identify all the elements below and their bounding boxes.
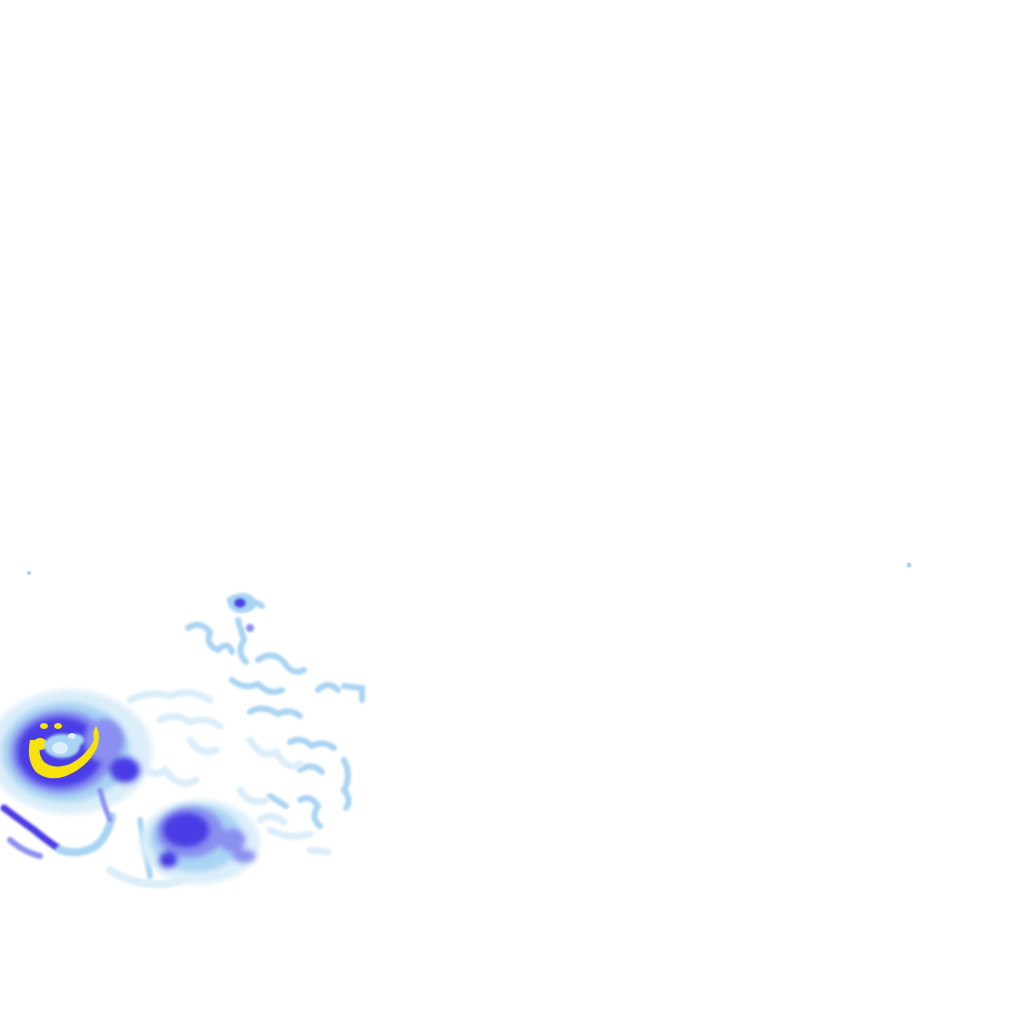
scattered-echo-tiny	[27, 562, 912, 575]
scattered-echo-north	[185, 595, 365, 829]
storm-cell-west	[0, 690, 152, 814]
storm-cell-south	[140, 800, 260, 884]
scattered-echo-middle	[126, 689, 332, 856]
peak-echo-ring	[28, 726, 99, 779]
storm-cell-north-spot	[228, 593, 256, 632]
